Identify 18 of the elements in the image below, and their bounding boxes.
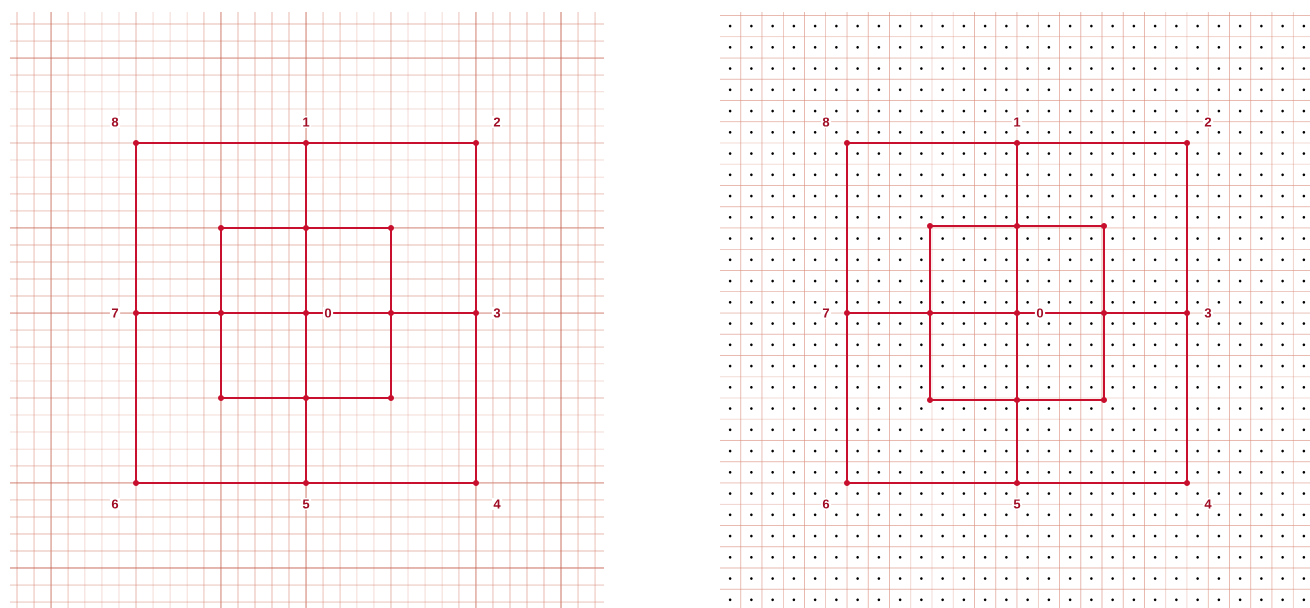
point-number: 3 xyxy=(1202,306,1214,320)
point-number: 2 xyxy=(1202,115,1214,129)
point-number: 1 xyxy=(300,116,312,128)
point-number: 8 xyxy=(820,115,832,129)
point-number: 2 xyxy=(491,115,503,129)
point-number: 8 xyxy=(109,115,121,129)
point-number: 7 xyxy=(820,307,832,319)
point-number: 0 xyxy=(322,306,334,320)
point-number: 5 xyxy=(1011,497,1023,510)
point-number: 6 xyxy=(820,497,832,511)
point-number: 4 xyxy=(491,498,503,510)
point-number: 5 xyxy=(300,497,312,510)
point-number: 7 xyxy=(109,307,121,319)
point-number: 6 xyxy=(109,497,121,511)
point-number: 4 xyxy=(1202,498,1214,510)
point-number: 0 xyxy=(1034,306,1046,320)
point-number: 3 xyxy=(491,306,503,320)
point-number: 1 xyxy=(1011,116,1023,128)
